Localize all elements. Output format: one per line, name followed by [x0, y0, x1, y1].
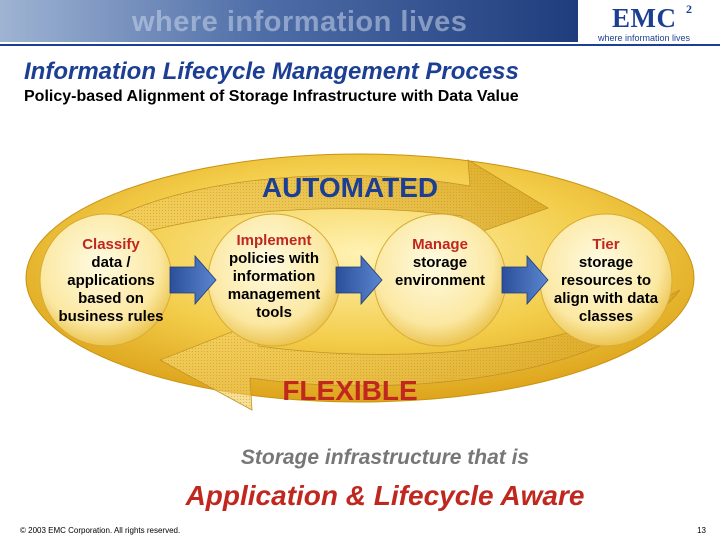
- step-tier: Tier storage resources to align with dat…: [530, 236, 682, 326]
- tagline-line-2: Application & Lifecycle Aware: [185, 480, 585, 511]
- banner-strip: where information lives: [0, 0, 578, 42]
- arrow-implement-to-manage: [335, 254, 383, 306]
- step-tier-line: align with data: [553, 290, 659, 307]
- step-implement-line: policies with: [228, 250, 319, 267]
- step-classify-line: based on: [78, 290, 144, 307]
- step-classify: Classify data / applications based on bu…: [36, 236, 186, 326]
- step-manage-line: environment: [394, 272, 485, 289]
- slide-title: Information Lifecycle Management Process: [24, 58, 519, 85]
- step-tier-line: classes: [578, 308, 634, 325]
- step-implement-line: tools: [256, 304, 292, 321]
- arrow-classify-to-implement: [169, 254, 217, 306]
- step-implement: Implement policies with information mana…: [199, 232, 349, 322]
- slide-subtitle: Policy-based Alignment of Storage Infras…: [24, 88, 519, 105]
- logo-superscript: 2: [686, 2, 692, 16]
- automated-label: AUTOMATED: [261, 172, 439, 203]
- arrow-manage-to-tier: [501, 254, 549, 306]
- step-classify-head: Classify: [82, 236, 140, 253]
- lifecycle-diagram: [25, 153, 695, 411]
- step-tier-line: storage: [578, 254, 634, 271]
- step-implement-head: Implement: [236, 232, 312, 249]
- step-manage-head: Manage: [412, 236, 468, 253]
- step-tier-head: Tier: [592, 236, 620, 253]
- page-number: 13: [697, 526, 706, 535]
- step-implement-line: management: [227, 286, 321, 303]
- step-tier-line: resources to: [560, 272, 652, 289]
- step-classify-line: applications: [67, 272, 155, 289]
- step-manage: Manage storage environment: [365, 236, 515, 290]
- step-classify-line: data /: [91, 254, 131, 271]
- step-implement-line: information: [232, 268, 316, 285]
- copyright-notice: © 2003 EMC Corporation. All rights reser…: [20, 526, 181, 535]
- step-manage-line: storage: [412, 254, 468, 271]
- step-classify-line: business rules: [58, 308, 164, 325]
- logo-tagline: where information lives: [598, 33, 691, 43]
- logo-mark: EMC: [612, 3, 677, 33]
- header-banner: where information lives EMC 2 where info…: [0, 0, 720, 44]
- tagline-line-1: Storage infrastructure that is: [240, 446, 530, 469]
- emc-logo: EMC 2 where information lives: [578, 0, 720, 44]
- banner-tagline: where information lives: [132, 6, 468, 38]
- flexible-label: FLEXIBLE: [282, 375, 418, 406]
- header-rule: [0, 44, 720, 46]
